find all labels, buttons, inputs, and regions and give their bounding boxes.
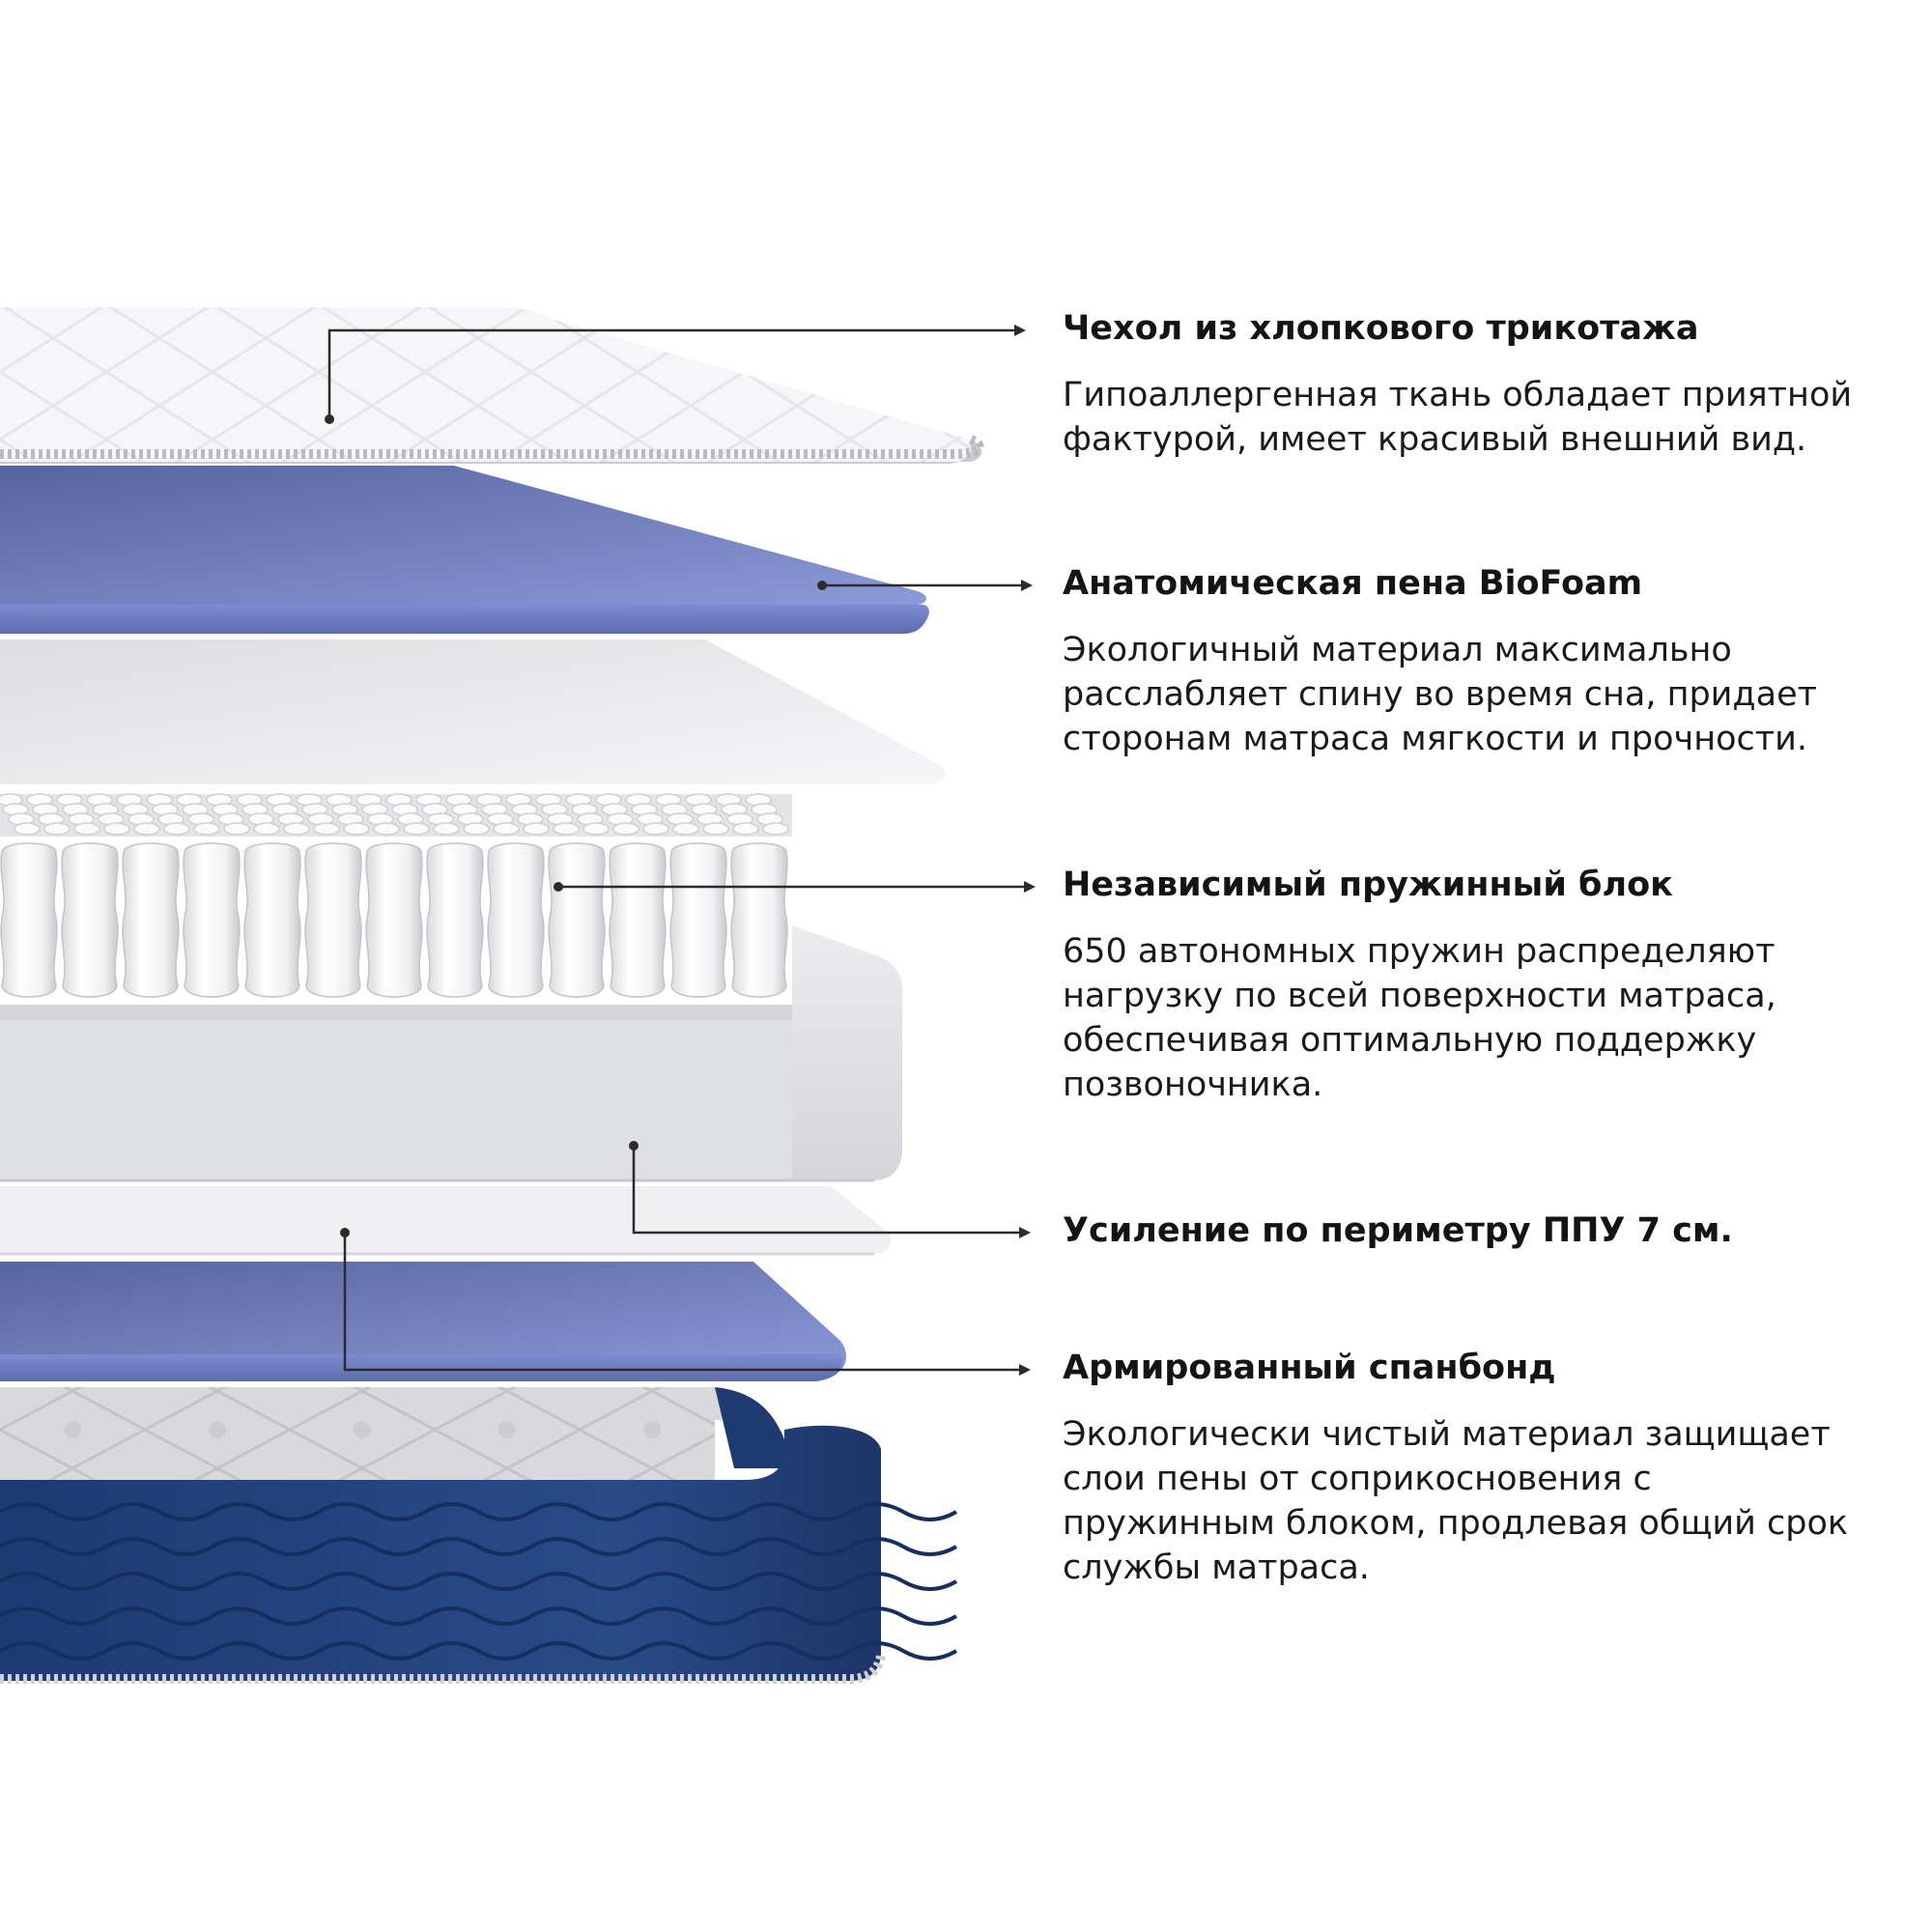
- quilt-wave: [0, 1572, 958, 1591]
- spring-top: [493, 822, 520, 836]
- spring-top: [582, 822, 610, 836]
- spring-top: [253, 822, 280, 836]
- spring-coil: [365, 842, 423, 998]
- quilt-wave: [0, 1502, 958, 1521]
- spring-top: [702, 822, 729, 836]
- spring-top: [403, 822, 430, 836]
- spring-coil: [426, 842, 484, 998]
- spring-top: [732, 822, 759, 836]
- layer-title: Чехол из хлопкового трикотажа: [1063, 309, 1699, 348]
- leader-biofoam: [817, 580, 1033, 591]
- leader-cover: [325, 325, 1026, 424]
- spring-top: [193, 822, 220, 836]
- quilt-wave: [0, 1537, 958, 1556]
- layer-title: Усиление по периметру ППУ 7 см.: [1063, 1211, 1733, 1250]
- spring-top: [103, 822, 130, 836]
- layer-biofoam: Анатомическая пена BioFoam Экологичный м…: [1063, 562, 1855, 761]
- spring-top: [463, 822, 490, 836]
- spring-top: [373, 822, 400, 836]
- layer-cover: Чехол из хлопкового трикотажа Гипоаллерг…: [1063, 307, 1855, 462]
- spring-coil: [183, 842, 241, 998]
- layer-spunbond: Армированный спанбонд Экологически чисты…: [1063, 1347, 1855, 1590]
- spring-top: [553, 822, 580, 836]
- layer-perimeter: Усиление по периметру ППУ 7 см.: [1063, 1209, 1855, 1252]
- spring-top: [43, 822, 71, 836]
- spring-coil: [122, 842, 180, 998]
- spring-coil: [487, 842, 545, 998]
- layer-description: 650 автономных пружин распределяют нагру…: [1063, 932, 1776, 1104]
- spring-coil: [669, 842, 727, 998]
- layer-title: Армированный спанбонд: [1063, 1349, 1556, 1387]
- perimeter-foam-layer: [0, 925, 902, 1182]
- quilt-wave: [0, 1641, 958, 1661]
- spring-block-layer: [0, 793, 792, 1022]
- spring-top: [642, 822, 669, 836]
- base-layer: [0, 1387, 958, 1684]
- quilt-wave: [0, 1606, 958, 1626]
- spring-coil: [304, 842, 362, 998]
- spring-top: [163, 822, 190, 836]
- leader-lines: [325, 325, 1036, 1376]
- spring-top: [672, 822, 699, 836]
- leader-spring-block: [554, 881, 1036, 893]
- spring-top: [223, 822, 250, 836]
- spring-top: [523, 822, 550, 836]
- spring-coil: [548, 842, 606, 998]
- spring-top: [313, 822, 340, 836]
- spring-top: [133, 822, 160, 836]
- layer-title: Анатомическая пена BioFoam: [1063, 564, 1643, 603]
- spring-top: [612, 822, 639, 836]
- leader-spunbond: [340, 1228, 1031, 1376]
- spring-top: [762, 822, 789, 836]
- spring-top: [433, 822, 460, 836]
- spring-top: [73, 822, 100, 836]
- white-foam-layer: [0, 639, 946, 784]
- leader-perimeter: [629, 1141, 1031, 1238]
- layer-spring-block: Независимый пружинный блок 650 автономны…: [1063, 864, 1855, 1107]
- spunbond-layer: [0, 1262, 846, 1381]
- layer-description: Экологически чистый материал защищает сл…: [1063, 1415, 1849, 1587]
- layer-description: Гипоаллергенная ткань обладает приятной …: [1063, 376, 1853, 459]
- biofoam-layer: [0, 466, 929, 634]
- spring-top: [283, 822, 310, 836]
- spring-coil: [61, 842, 119, 998]
- thin-white-layer: [0, 1186, 892, 1256]
- spring-coil: [609, 842, 667, 998]
- spring-coil: [730, 842, 788, 998]
- spring-top: [14, 822, 41, 836]
- spring-coil: [243, 842, 301, 998]
- spring-coil: [0, 842, 58, 998]
- layer-title: Независимый пружинный блок: [1063, 866, 1673, 904]
- cover-layer: [0, 307, 984, 464]
- layer-description: Экологичный материал максимально расслаб…: [1063, 631, 1817, 758]
- spring-top: [343, 822, 370, 836]
